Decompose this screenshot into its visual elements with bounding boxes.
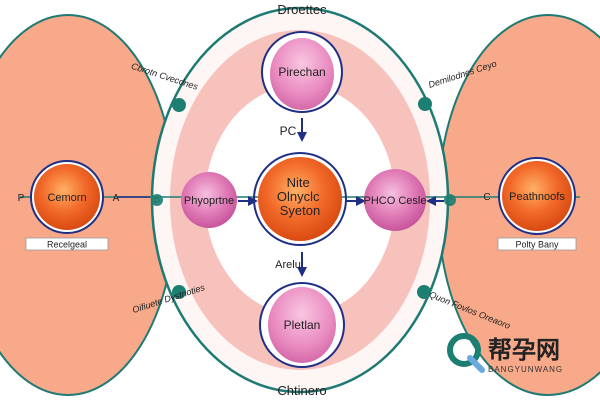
right-cell-caption: Polty Bany [515,240,559,250]
right-nucleus [502,161,572,231]
left-mid-cell-label: Phyoprtne [184,195,234,207]
connector-left-outer: P [18,193,25,204]
left-cell-label: Cemorn [47,192,86,204]
teal-marker-bottom-right [417,285,431,299]
left-cell-caption: Recelgeal [47,240,87,250]
connector-left-mid: A [113,193,120,204]
top-label: Droettec [277,2,327,17]
right-mid-cell [364,169,426,231]
right-cell-label: Peathnoofs [509,191,565,203]
arrow-label-top: PC [280,124,297,138]
center-label: Nite Olnyclc Syeton [277,175,323,218]
watermark: 帮孕网 BANGYUNWANG [447,333,563,374]
top-cell-nucleus [270,38,334,110]
teal-marker-right-ring [444,194,456,206]
watermark-brand-en: BANGYUNWANG [488,365,563,374]
right-mid-cell-label: PHCO Cesle [364,195,427,207]
bottom-cell-nucleus [268,287,336,363]
arrow-label-bottom: Arelu [275,259,301,271]
watermark-logo-tail-icon [467,355,485,373]
center-label-line-2: Olnyclc [277,189,320,204]
teal-marker-top-right [418,97,432,111]
watermark-logo-dot-icon [458,344,470,356]
teal-marker-bottom-left [172,285,186,299]
teal-marker-top-left [172,98,186,112]
top-cell-label: Pirechan [278,65,325,79]
watermark-brand-cn: 帮孕网 [488,337,560,364]
center-label-line-3: Syeton [280,203,320,218]
teal-marker-left-ring [151,194,163,206]
center-label-line-1: Nite [287,175,310,190]
watermark-logo-icon [447,333,481,367]
center-core-outline [253,152,347,246]
connector-right-outer: C [483,192,490,203]
left-caption-box [25,237,109,251]
right-caption-box [497,237,577,251]
left-mid-cell [181,172,237,228]
bottom-cell-label: Pletlan [284,318,321,332]
bottom-label: Chtinero [277,383,326,398]
center-core [258,157,342,241]
left-nucleus [34,164,100,230]
